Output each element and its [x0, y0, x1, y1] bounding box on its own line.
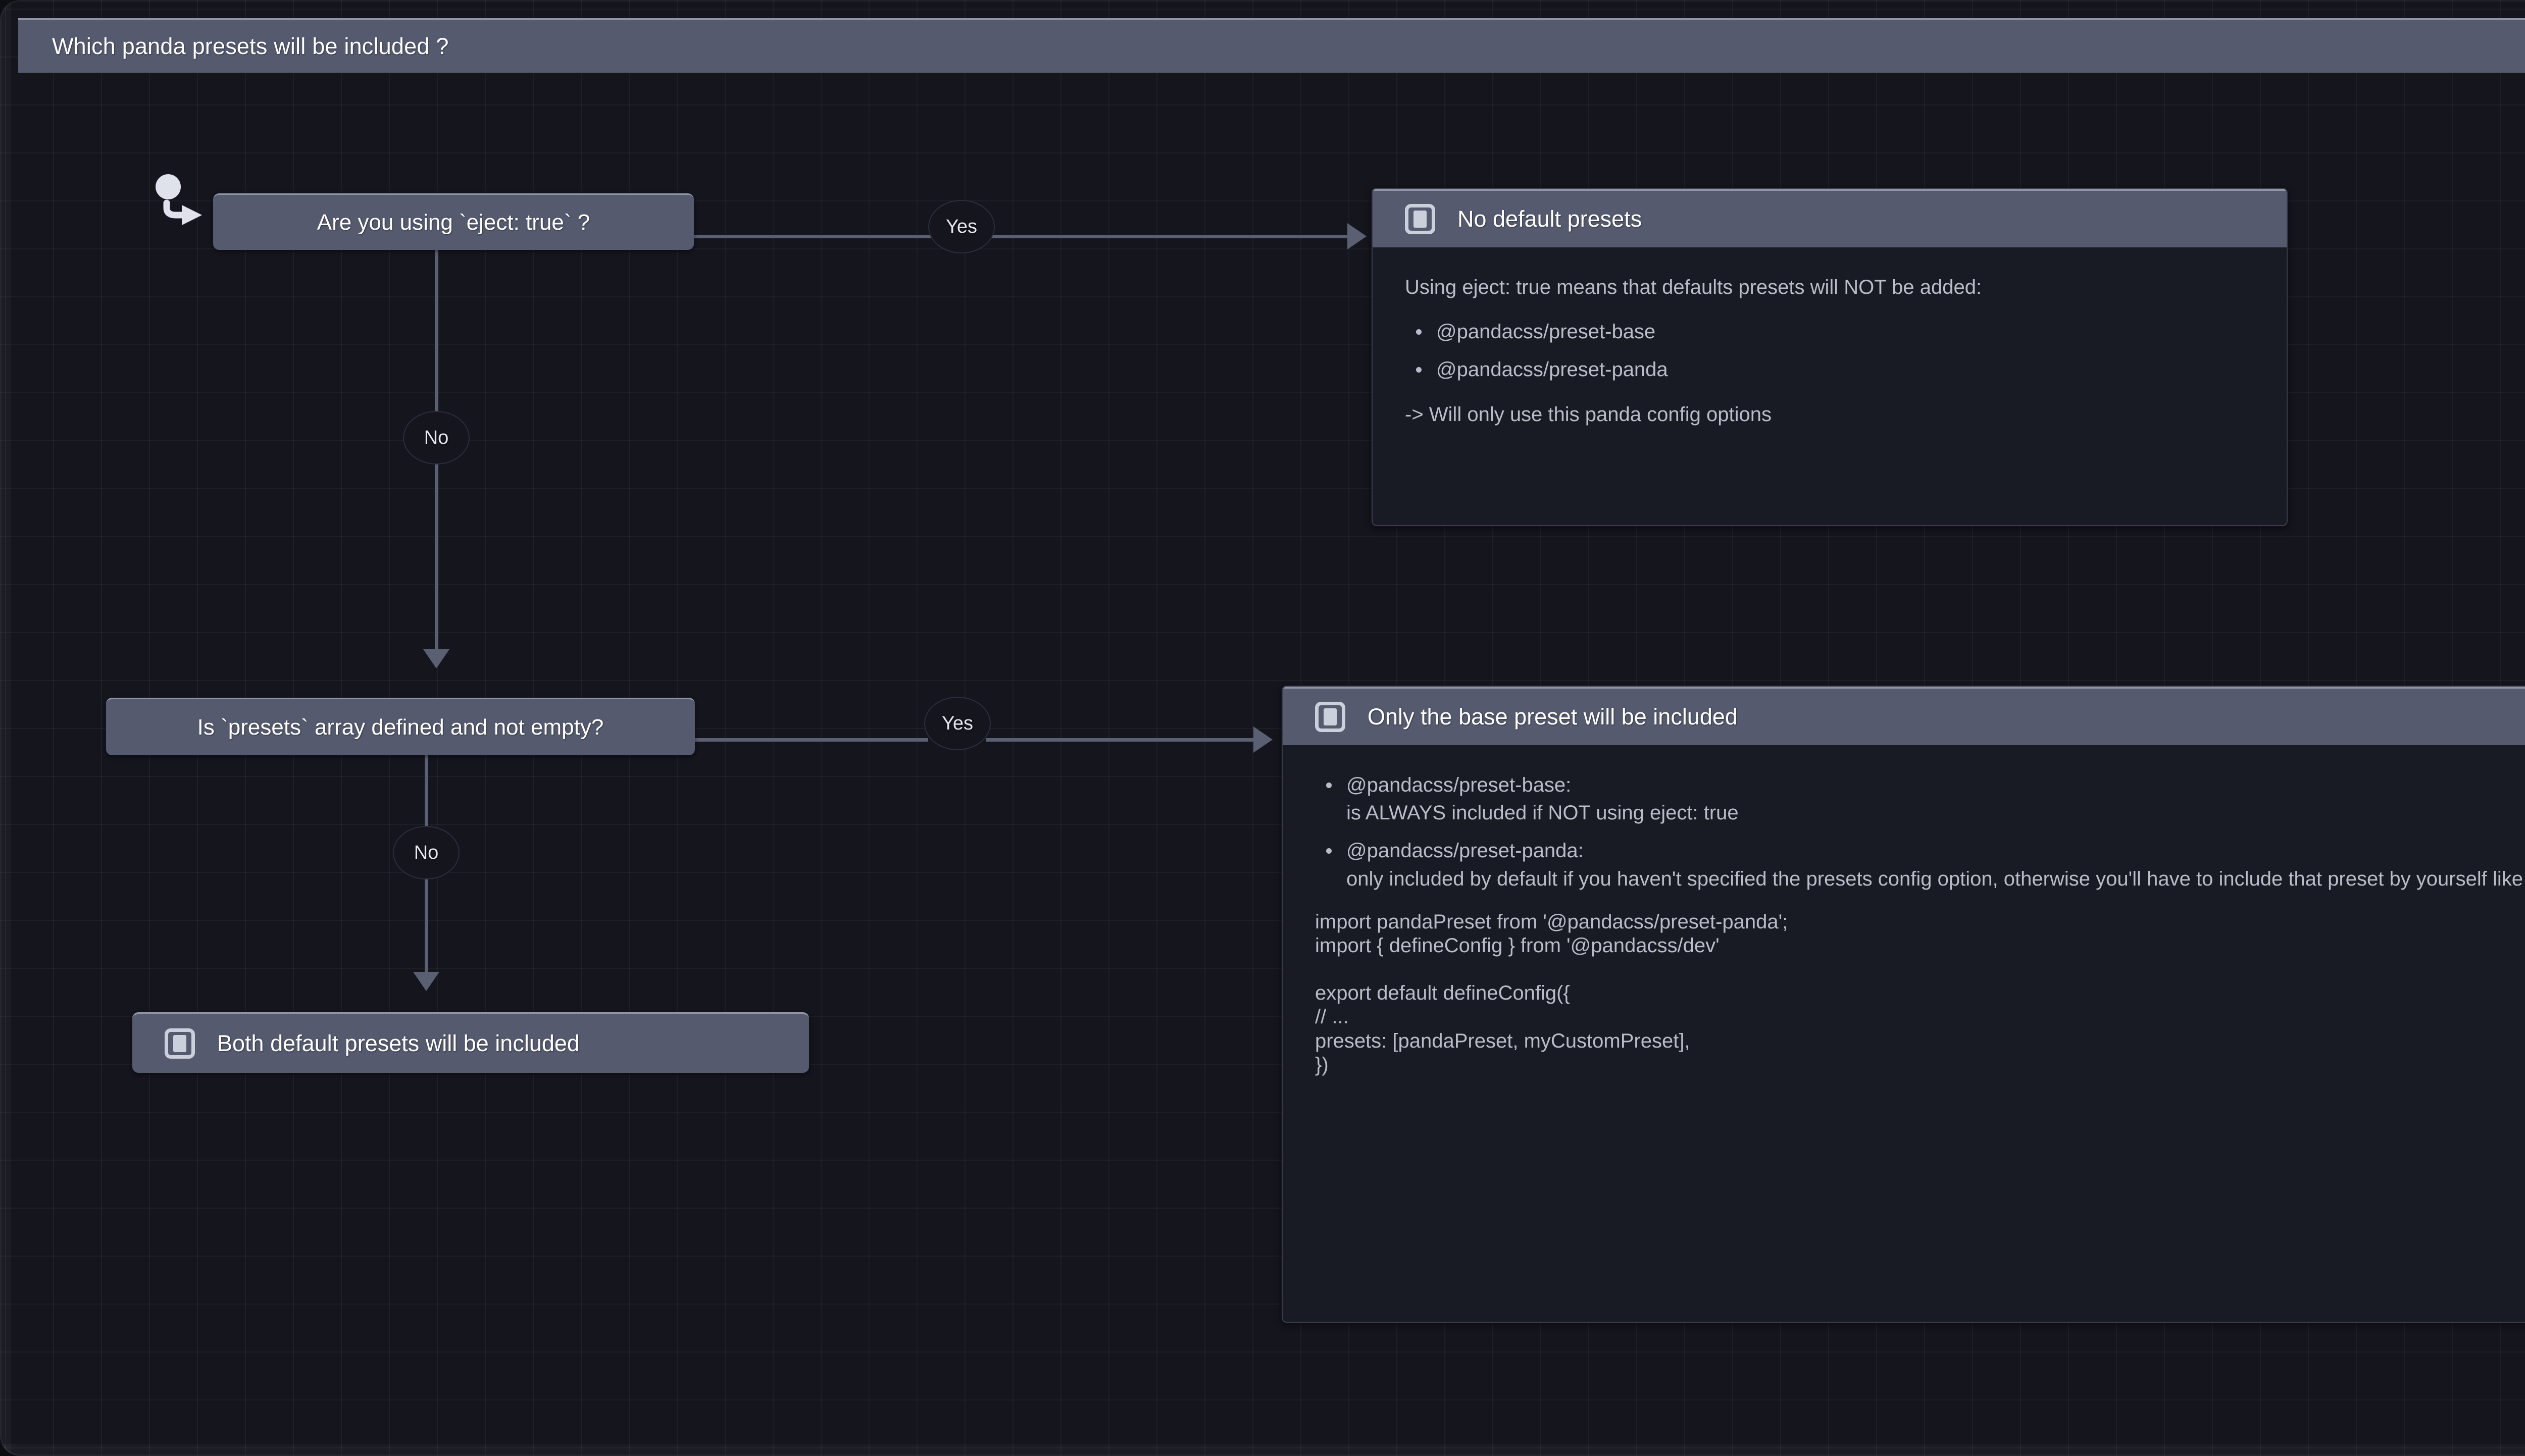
terminal-node-both-default-presets[interactable]: Both default presets will be included: [132, 1012, 809, 1073]
decision-node-eject[interactable]: Are you using `eject: true` ?: [213, 193, 694, 250]
edge-label-no-presets: No: [393, 826, 460, 879]
card-no-default-presets-bullets: @pandacss/preset-base @pandacss/preset-p…: [1405, 318, 2254, 384]
code-line: export default defineConfig({: [1315, 982, 1570, 1005]
card-base-preset-only[interactable]: Only the base preset will be included @p…: [1282, 686, 2525, 1323]
card-base-preset-only-header: Only the base preset will be included: [1283, 687, 2525, 745]
edge-label-yes-presets: Yes: [924, 697, 991, 750]
rounded-square-note-icon: [1315, 702, 1345, 732]
connector-no-to-presets: [435, 460, 438, 653]
terminal-node-both-label: Both default presets will be included: [217, 1030, 580, 1056]
decision-node-presets[interactable]: Is `presets` array defined and not empty…: [106, 698, 695, 755]
card-base-preset-only-bullets: @pandacss/preset-base: is ALWAYS include…: [1315, 771, 2525, 893]
code-line: presets: [pandaPreset, myCustomPreset],: [1315, 1029, 1690, 1052]
code-line: }): [1315, 1053, 1329, 1076]
edge-label-no-eject-text: No: [424, 427, 449, 448]
canvas-bottom-gutter: [0, 1444, 2525, 1456]
edge-label-no-eject: No: [403, 411, 470, 464]
card-no-default-presets-body: Using eject: true means that defaults pr…: [1373, 247, 2287, 454]
card-base-preset-only-title: Only the base preset will be included: [1368, 704, 1738, 730]
list-item: @pandacss/preset-panda: [1405, 356, 2254, 384]
page-title: Which panda presets will be included ?: [52, 33, 449, 59]
code-line: import pandaPreset from '@pandacss/prese…: [1315, 910, 1788, 933]
arrowhead-to-card2: [1253, 726, 1273, 753]
list-item-sub: is ALWAYS included if NOT using eject: t…: [1346, 802, 1739, 824]
list-item: @pandacss/preset-base: [1405, 318, 2254, 346]
start-circle-arrow-icon: [152, 172, 212, 232]
card-no-default-presets-intro: Using eject: true means that defaults pr…: [1405, 276, 1982, 298]
list-item: @pandacss/preset-base: is ALWAYS include…: [1315, 771, 2525, 827]
decision-node-eject-label: Are you using `eject: true` ?: [317, 210, 590, 235]
list-item-sub: only included by default if you haven't …: [1346, 867, 2525, 890]
card-base-preset-only-body: @pandacss/preset-base: is ALWAYS include…: [1283, 745, 2525, 1103]
connector-eject-to-no: [435, 250, 438, 417]
connector-yes2-to-card2: [986, 738, 1255, 742]
code-line: import { defineConfig } from '@pandacss/…: [1315, 934, 1720, 957]
edge-label-yes-presets-text: Yes: [942, 712, 973, 734]
connector-yes-to-card1: [990, 235, 1348, 238]
edge-label-no-presets-text: No: [414, 842, 439, 863]
list-item: @pandacss/preset-panda: only included by…: [1315, 837, 2525, 893]
edge-label-yes-eject: Yes: [928, 200, 995, 253]
decision-node-presets-label: Is `presets` array defined and not empty…: [197, 714, 604, 740]
code-line: // ...: [1315, 1006, 1349, 1028]
connector-presets-to-yes: [695, 738, 928, 742]
diagram-title-bar: Which panda presets will be included ?: [18, 18, 2525, 73]
card-no-default-presets-outro: -> Will only use this panda config optio…: [1405, 403, 1772, 426]
connector-no2-to-both: [425, 875, 428, 975]
rounded-square-note-icon: [1405, 204, 1435, 234]
card-base-preset-only-code: import pandaPreset from '@pandacss/prese…: [1315, 910, 2525, 1077]
card-no-default-presets-title: No default presets: [1457, 206, 1642, 232]
arrowhead-to-both: [413, 972, 439, 991]
connector-eject-to-yes: [694, 235, 931, 238]
connector-presets-to-no: [425, 755, 428, 831]
list-item-head: @pandacss/preset-base:: [1346, 774, 1572, 796]
card-no-default-presets-header: No default presets: [1373, 189, 2287, 247]
rounded-square-note-icon: [165, 1028, 195, 1059]
arrowhead-to-card1: [1347, 223, 1367, 249]
code-line: [1315, 958, 2525, 981]
canvas-left-gutter: [0, 0, 11, 1456]
edge-label-yes-eject-text: Yes: [946, 216, 977, 237]
list-item-head: @pandacss/preset-panda:: [1346, 840, 1584, 862]
arrowhead-to-presets: [423, 649, 449, 668]
card-no-default-presets[interactable]: No default presets Using eject: true mea…: [1372, 188, 2288, 526]
